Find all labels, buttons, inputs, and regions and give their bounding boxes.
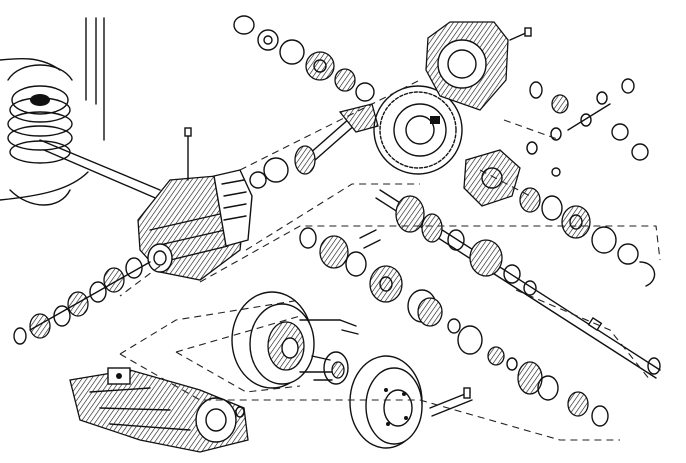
cv-joint-inner [407,289,518,371]
differential-carrier [425,21,532,111]
small-satellite-gears [526,78,649,161]
rear-spring-strut [7,64,73,206]
upper-bearing-stack [233,15,375,102]
ring-gear [373,85,463,175]
right-bearing-stack [519,187,656,287]
right-axle-hub [517,361,609,427]
assembly-guide-lines [119,79,661,441]
left-axle-bearing-stack [13,257,151,345]
lower-suspension-arm [69,367,249,453]
pinion-shaft [249,103,379,189]
brake-disc-right [349,355,473,449]
differential-cover [213,169,253,247]
wheel-hub [311,319,359,385]
drive-shaft [375,189,661,379]
cv-joint-outer [299,227,403,303]
center-flange [463,149,561,207]
brake-disc-left [231,291,341,389]
